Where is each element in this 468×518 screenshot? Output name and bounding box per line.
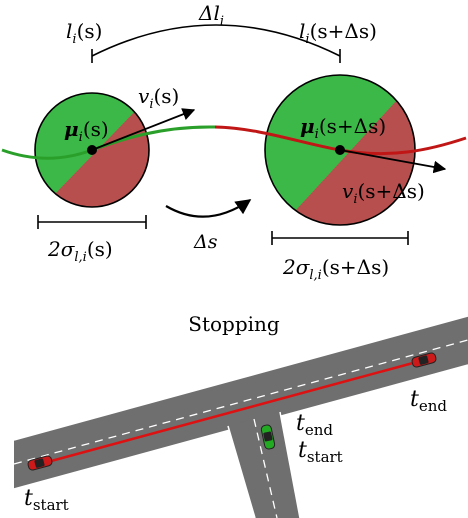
side-road [228, 412, 300, 518]
label-v-i-s-plus-ds: vi(s+Δs) [342, 179, 425, 207]
top-diagram: li(s) Δli li(s+Δs) vi(s) μi(s) μi(s+Δs) … [1, 1, 467, 283]
red-car-end [411, 352, 437, 368]
left-distribution-circle [34, 92, 150, 208]
label-v-i-s: vi(s) [138, 84, 179, 112]
label-t-start-red: tstart [24, 486, 69, 514]
label-l-i-s: li(s) [66, 19, 102, 47]
right-distribution-circle [264, 74, 416, 226]
label-t-end-green: tend [296, 411, 333, 439]
label-sigma-left: 2σl,i(s) [47, 237, 113, 265]
label-mu-i-s-plus-ds: μi(s+Δs) [300, 114, 386, 142]
velocity-arrow-left [91, 108, 196, 151]
label-delta-s: Δs [193, 231, 218, 253]
red-car-start [27, 455, 53, 471]
red-car-path [39, 358, 425, 466]
label-delta-l-i: Δli [198, 1, 224, 29]
main-road-center-line [13, 339, 468, 465]
label-t-end-red: tend [410, 387, 447, 415]
sigma-bar-left [37, 215, 147, 229]
main-road [14, 316, 468, 489]
green-car [260, 424, 276, 450]
stopping-scene: Stopping tend te [13, 312, 468, 518]
velocity-arrow-right [339, 149, 447, 174]
delta-s-arrow [165, 199, 252, 218]
label-sigma-right: 2σl,i(s+Δs) [282, 255, 389, 283]
label-mu-i-s: μi(s) [64, 117, 109, 145]
label-l-i-s-plus-ds: li(s+Δs) [299, 19, 377, 47]
delta-l-arc [91, 24, 341, 57]
side-road-center-line [253, 418, 278, 518]
label-t-start-green: tstart [298, 438, 343, 466]
stopping-title: Stopping [188, 312, 280, 336]
sigma-bar-right [271, 231, 409, 245]
